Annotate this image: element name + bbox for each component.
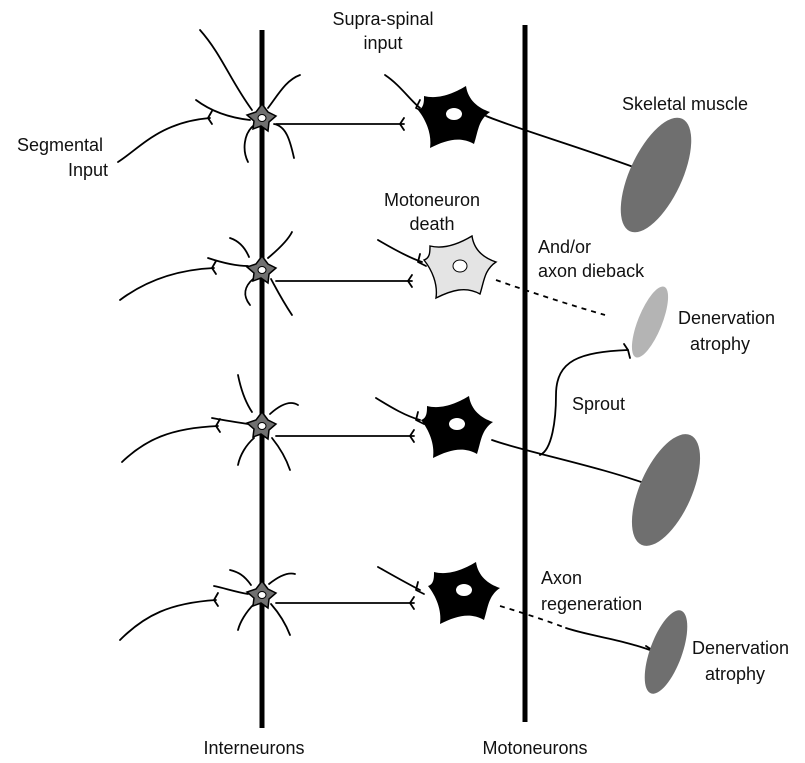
dead-motoneuron-soma: [424, 236, 496, 298]
skeletal-muscle: [606, 108, 706, 242]
motoneurons-label: Motoneurons: [482, 738, 587, 758]
segmental-input-label: Segmental: [17, 135, 103, 155]
row-2-motoneuron-death: [120, 232, 675, 362]
denervation-atrophy-label: atrophy: [690, 334, 750, 354]
denervation-atrophy-label: Denervation: [678, 308, 775, 328]
supra-spinal-label: input: [363, 33, 402, 53]
motoneuron-death-label: death: [409, 214, 454, 234]
atrophied-muscle: [636, 605, 696, 699]
motoneuron-soma: [428, 562, 500, 624]
axon-regeneration-label: Axon: [541, 568, 582, 588]
row-4-regeneration: [120, 562, 696, 699]
motoneuron-soma: [421, 396, 493, 458]
motoneuron-death-label: Motoneuron: [384, 190, 480, 210]
interneuron-soma: [247, 412, 276, 439]
segmental-input-label: Input: [68, 160, 108, 180]
row-3-sprout: [122, 344, 714, 555]
motoneuron-soma: [418, 86, 490, 148]
axon-regeneration-label: regeneration: [541, 594, 642, 614]
axon-dieback-label: And/or: [538, 237, 591, 257]
interneurons-label: Interneurons: [203, 738, 304, 758]
sprout-label: Sprout: [572, 394, 625, 414]
denervation-atrophy-label: atrophy: [705, 664, 765, 684]
denervation-atrophy-label: Denervation: [692, 638, 789, 658]
row-1-healthy: [118, 30, 706, 242]
axon-dieback-label: axon dieback: [538, 261, 645, 281]
atrophied-muscle: [625, 282, 676, 361]
supra-spinal-label: Supra-spinal: [332, 9, 433, 29]
skeletal-muscle-label: Skeletal muscle: [622, 94, 748, 114]
skeletal-muscle: [618, 425, 714, 556]
